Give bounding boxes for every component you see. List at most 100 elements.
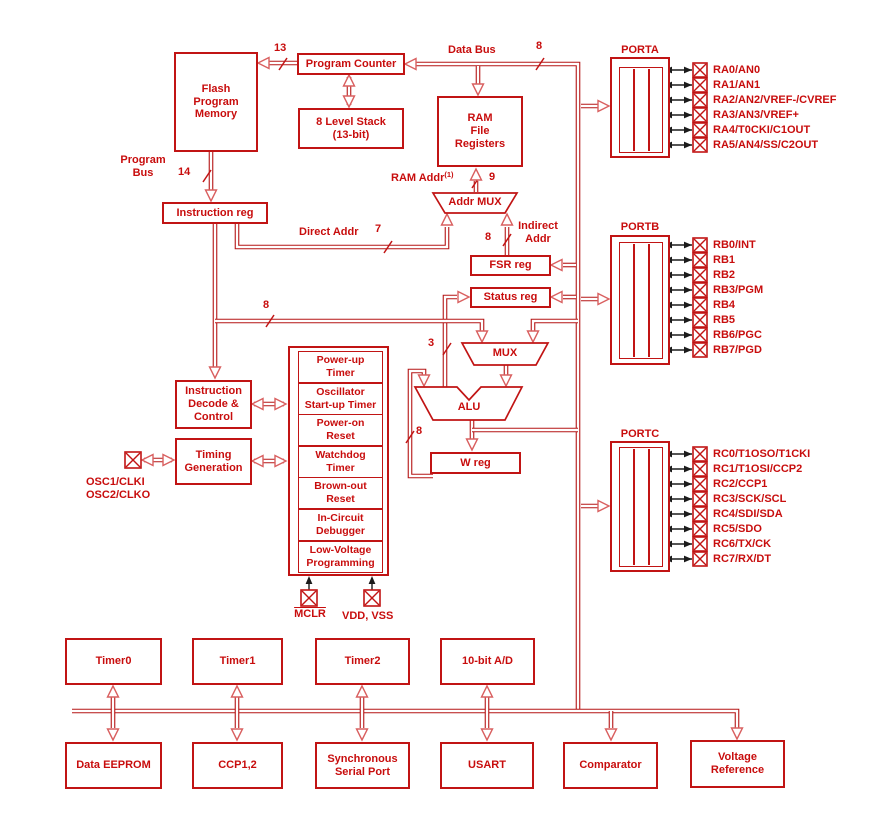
pin-label: RC3/SCK/SCL — [713, 493, 787, 505]
x-icon — [693, 78, 707, 92]
arrowhead-icon — [684, 540, 692, 548]
mclr-pin-label: MCLR — [294, 608, 326, 620]
pin-label: RA1/AN1 — [713, 79, 761, 91]
arrowhead-icon — [684, 256, 692, 264]
x-icon — [693, 507, 707, 521]
arrowhead-icon — [684, 510, 692, 518]
pin-label: RB2 — [713, 269, 736, 281]
bus-width-tick — [535, 57, 545, 71]
bus-arrowhead-icon — [256, 56, 270, 70]
bus-arrowhead-icon — [140, 453, 154, 467]
x-icon — [693, 123, 707, 137]
timer1-block: Timer1 — [192, 638, 283, 685]
pin-label: RC7/RX/DT — [713, 553, 772, 565]
porta-divider — [648, 69, 650, 151]
porta-latch — [619, 67, 663, 153]
bus-line-core — [416, 62, 580, 711]
ccp12-block: CCP1,2 — [192, 742, 283, 789]
bus-arrowhead-icon — [597, 292, 611, 306]
pin-label: RB5 — [713, 314, 736, 326]
addr-mux-label: Addr MUX — [448, 196, 502, 208]
bus-arrowhead-icon — [250, 397, 264, 411]
program-bus-width: 14 — [178, 166, 191, 178]
x-icon — [693, 108, 707, 122]
portc-divider — [648, 449, 650, 565]
mux-label: MUX — [492, 347, 518, 359]
portb-latch — [619, 242, 663, 359]
portb-divider — [648, 244, 650, 357]
bus-arrowhead-icon — [230, 684, 244, 698]
data-eeprom-block: Data EEPROM — [65, 742, 162, 789]
fsr-reg-block: FSR reg — [470, 255, 551, 276]
pin-label: RA5/AN4/SS/C2OUT — [713, 139, 819, 151]
reset-block-item: Watchdog Timer — [298, 446, 383, 478]
bus-arrowhead-icon — [355, 728, 369, 742]
x-icon — [301, 590, 317, 606]
x-icon — [693, 298, 707, 312]
x-icon — [693, 138, 707, 152]
pc-bus-width: 13 — [274, 42, 287, 54]
x-icon — [125, 452, 141, 468]
program-counter-block: Program Counter — [297, 53, 405, 75]
x-icon — [693, 552, 707, 566]
timer0-block: Timer0 — [65, 638, 162, 685]
x-icon — [364, 590, 380, 606]
arrowhead-icon — [368, 576, 376, 584]
status-reg-block: Status reg — [470, 287, 551, 308]
bus-arrowhead-icon — [526, 330, 540, 344]
pin-label: RA2/AN2/VREF-/CVREF — [713, 94, 837, 106]
pin-label: RB7/PGD — [713, 344, 762, 356]
osc2-pin-label: OSC2/CLKO — [86, 489, 151, 501]
arrowhead-icon — [684, 271, 692, 279]
x-icon — [693, 63, 707, 77]
bus-line-core — [235, 223, 449, 249]
pin-label: RA0/AN0 — [713, 64, 761, 76]
ram-file-registers-block: RAM File Registers — [437, 96, 523, 167]
bus-line — [442, 294, 457, 387]
bus-width-tick — [265, 314, 275, 328]
bus-arrowhead-icon — [730, 727, 744, 741]
bus-width-tick — [202, 169, 212, 183]
bus-width-tick — [442, 342, 452, 356]
arrowhead-icon — [684, 331, 692, 339]
bus-line-core — [215, 319, 484, 331]
w-reg-block: W reg — [430, 452, 521, 474]
timing-generation-block: Timing Generation — [175, 438, 252, 485]
arrowhead-icon — [684, 111, 692, 119]
bus-width-tick — [278, 57, 288, 71]
voltage-reference-block: Voltage Reference — [690, 740, 785, 788]
arrowhead-icon — [305, 576, 313, 584]
bus-line-core — [531, 319, 578, 331]
instruction-reg-block: Instruction reg — [162, 202, 268, 224]
pin-label: RC6/TX/CK — [713, 538, 772, 550]
pin-label: RB3/PGM — [713, 284, 764, 296]
usart-block: USART — [440, 742, 534, 789]
vdd-vss-pin-label: VDD, VSS — [342, 610, 394, 622]
comparator-block: Comparator — [563, 742, 658, 789]
reset-block-item: Oscillator Start-up Timer — [298, 383, 383, 415]
x-icon — [693, 492, 707, 506]
bus-line-core — [443, 295, 457, 387]
ram-addr-width: 9 — [489, 171, 496, 183]
osc1-pin-label: OSC1/CLKI — [86, 476, 145, 488]
arrowhead-icon — [684, 465, 692, 473]
bus-line-core — [72, 709, 739, 728]
bus-arrowhead-icon — [475, 330, 489, 344]
stack-block: 8 Level Stack (13-bit) — [298, 108, 404, 149]
arrowhead-icon — [684, 450, 692, 458]
bus-arrowhead-icon — [106, 728, 120, 742]
adc-10bit-block: 10-bit A/D — [440, 638, 535, 685]
bus-arrowhead-icon — [500, 212, 514, 226]
bus-width-tick — [502, 233, 512, 247]
bus-line — [215, 318, 485, 331]
bus-arrowhead-icon — [480, 684, 494, 698]
pin-label: RA4/T0CKI/C1OUT — [713, 124, 811, 136]
bus-arrowhead-icon — [469, 167, 483, 181]
portb-divider — [633, 244, 635, 357]
x-icon — [693, 268, 707, 282]
wreg-bus-width: 8 — [416, 425, 423, 437]
ram-addr-superscript: (1) — [444, 170, 454, 179]
bus-arrowhead-icon — [465, 438, 479, 452]
